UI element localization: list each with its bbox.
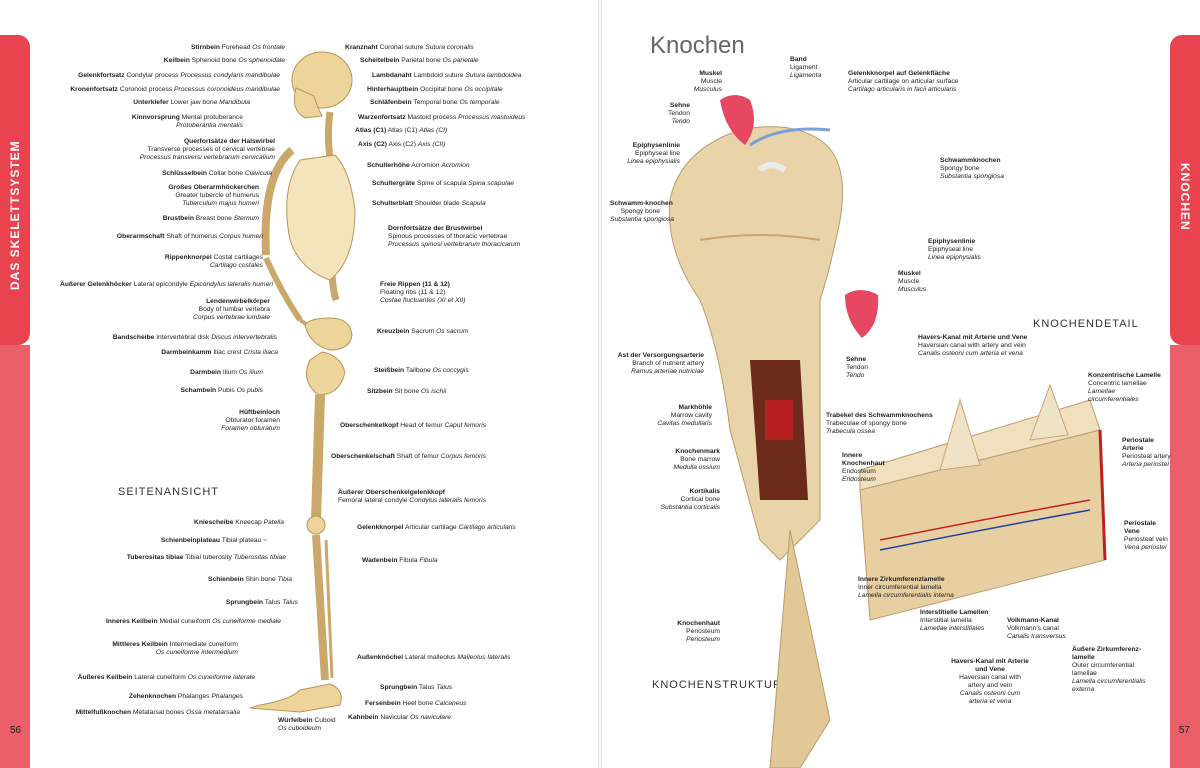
label-mittleres-keilbein: Mittleres Keilbein Intermediate cuneifor… [112,641,238,656]
label-mittelfussknochen: Mittelfußknochen Metatarsal bones Ossa m… [75,709,240,716]
label-sitzbein: Sitzbein Sit bone Os ischii [367,388,447,395]
label-kranznaht: Kranznaht Coronal suture Sutura coronali… [345,44,474,51]
label-axis: Axis (C2) Axis (C2) Axis (CII) [358,141,446,148]
label-schluesselbein: Schlüsselbein Collar bone Clavicula [161,170,272,177]
label-keilbein: Keilbein Sphenoid bone Os sphenoidale [163,57,285,64]
label-scheitelbein: Scheitelbein Parietal bone Os parietale [360,57,479,64]
label-oberschenkelschaft: Oberschenkelschaft Shaft of femur Corpus… [331,453,487,460]
label-gelenkfortsatz: Gelenkfortsatz Condylar process Processu… [78,72,280,79]
section-seitenansicht: SEITENANSICHT [118,486,220,498]
label-aussenknoechel: Außenknöchel Lateral malleolus Malleolus… [357,654,511,661]
label-inneres-keilbein: Inneres Keilbein Medial cuneiform Os cun… [105,618,281,625]
label-freie-rippen: Freie Rippen (11 & 12)Floating ribs (11 … [380,281,466,304]
page-number-right: 57 [1178,725,1190,736]
book-gutter [598,0,602,768]
label-steissbein: Steißbein Tailbone Os coccygis [374,367,469,374]
label-warzenfortsatz: Warzenfortsatz Mastoid process Processus… [358,114,526,121]
label-brustbein: Brustbein Breast bone Sternum [162,215,259,222]
label-schambein: Schambein Pubis Os pubis [180,387,263,394]
section-knochendetail: KNOCHENDETAIL [1033,318,1139,330]
label-kreuzbein: Kreuzbein Sacrum Os sacrum [377,328,469,335]
label-stirnbein: Stirnbein Forehead Os frontale [190,44,285,51]
label-oberschenkelkopf: Oberschenkelkopf Head of femur Caput fem… [340,422,487,429]
label-schlaefenbein: Schläfenbein Temporal bone Os temporale [370,99,500,106]
label-schulterhoehe: Schulterhöhe Acromion Acromion [367,162,470,169]
label-unterkiefer: Unterkiefer Lower jaw bone Mandibula [133,99,250,106]
label-schienbeinplateau: Schienbeinplateau Tibial plateau ~ [160,537,267,544]
label-aeusseres-keilbein: Äußeres Keilbein Lateral cuneiform Os cu… [77,674,255,681]
label-sprungbein-right: Sprungbein Talus Talus [380,684,453,691]
page-heading: Knochen [650,32,745,59]
label-zehenknochen: Zehenknochen Phalanges Phalanges [128,693,243,700]
bone-structure-illustration [668,95,879,768]
label-sprungbein-left: Sprungbein Talus Talus [225,599,298,606]
bone-detail-illustration [859,383,1107,621]
chapter-tab-left[interactable]: DAS SKELETTSYSTEM [0,35,30,345]
label-kniescheibe: Kniescheibe Kneecap Patella [194,519,284,526]
label-darmbeinkamm: Darmbeinkamm Iliac crest Crista iliaca [161,349,278,356]
section-knochenstruktur: KNOCHENSTRUKTUR [652,679,782,691]
label-gelenkknorpel-skeleton: Gelenkknorpel Articular cartilage Cartil… [357,524,516,531]
page-number-left: 56 [10,725,22,736]
skeleton-illustration [249,51,356,713]
label-darmbein: Darmbein Ilium Os ilium [190,369,263,376]
label-fersenbein: Fersenbein Heel bone Calcaneus [365,700,467,707]
label-oberarmschaft: Oberarmschaft Shaft of humerus Corpus hu… [116,233,263,240]
label-aeusserer-gelenkhoecker: Äußerer Gelenkhöcker Lateral epicondyle … [60,281,273,288]
label-lambdanaht: Lambdanaht Lambdoid suture Sutura lambdo… [372,72,522,79]
label-schulterblatt: Schulterblatt Shoulder blade Scapula [372,200,486,207]
label-kronenfortsatz: Kronenfortsatz Coronoid process Processu… [70,86,280,93]
page-edge-left [0,345,30,768]
label-bandscheibe: Bandscheibe Intervertebral disk Discus i… [112,334,277,341]
label-kahnbein: Kahnbein Navicular Os naviculare [348,714,451,721]
page-edge-right [1170,345,1200,768]
label-schultergraete: Schultergräte Spine of scapula Spina sca… [372,180,515,187]
label-tuberositas-tibiae: Tuberositas tibiae Tibial tuberosity Tub… [126,554,286,561]
label-hinterhauptbein: Hinterhauptbein Occipital bone Os occipi… [367,86,503,93]
label-schienbein: Schienbein Shin bone Tibia [208,576,292,583]
label-atlas: Atlas (C1) Atlas (C1) Atlas (CI) [355,127,448,134]
chapter-tab-right[interactable]: KNOCHEN [1170,35,1200,345]
label-wadenbein: Wadenbein Fibula Fibula [362,557,438,564]
